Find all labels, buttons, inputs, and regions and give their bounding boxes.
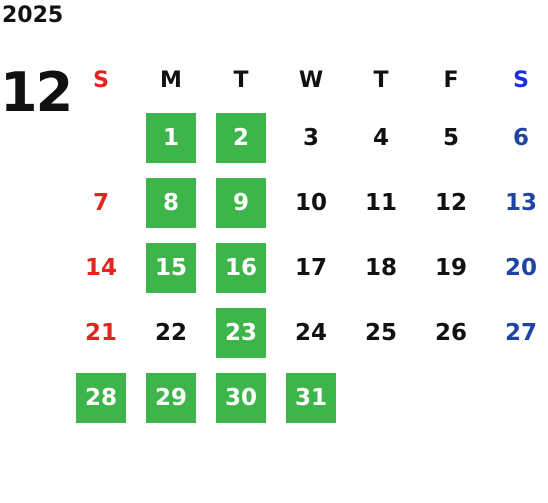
day-cell: 5 (442, 124, 459, 151)
day-cell-highlighted: 16 (206, 235, 276, 300)
day-cell: 22 (154, 319, 187, 346)
day-cell (486, 365, 548, 430)
day-cell: 20 (504, 254, 537, 281)
day-cell: 21 (84, 319, 117, 346)
day-cell: 7 (92, 189, 109, 216)
day-cell: 27 (504, 319, 537, 346)
day-cell: 24 (294, 319, 327, 346)
day-cell-highlighted: 15 (136, 235, 206, 300)
day-cell: 18 (364, 254, 397, 281)
day-cell: 17 (294, 254, 327, 281)
day-cell: 6 (512, 124, 529, 151)
day-cell-highlighted: 8 (136, 170, 206, 235)
day-cell (416, 365, 486, 430)
weekday-header-sat: S (513, 67, 529, 93)
day-cell-highlighted: 23 (206, 300, 276, 365)
day-cell: 12 (434, 189, 467, 216)
year-label: 2025 (2, 3, 64, 28)
weekday-header-fri: F (443, 67, 459, 93)
day-cell: 19 (434, 254, 467, 281)
day-cell: 13 (504, 189, 537, 216)
day-cell: 25 (364, 319, 397, 346)
day-cell (346, 365, 416, 430)
day-cell-highlighted: 31 (276, 365, 346, 430)
month-label: 12 (0, 61, 73, 124)
day-cell: 11 (364, 189, 397, 216)
day-cell-highlighted: 28 (66, 365, 136, 430)
day-cell: 4 (372, 124, 389, 151)
day-cell (66, 105, 136, 170)
day-cell-highlighted: 9 (206, 170, 276, 235)
weekday-header-thu: T (373, 67, 389, 93)
weekday-header-sun: S (93, 67, 109, 93)
weekday-header-tue: T (233, 67, 249, 93)
day-cell-highlighted: 29 (136, 365, 206, 430)
weekday-header-mon: M (160, 67, 182, 93)
day-cell: 26 (434, 319, 467, 346)
day-cell: 10 (294, 189, 327, 216)
day-cell-highlighted: 1 (136, 105, 206, 170)
day-cell-highlighted: 30 (206, 365, 276, 430)
weekday-header-wed: W (298, 67, 324, 93)
day-cell: 14 (84, 254, 117, 281)
day-cell: 3 (302, 124, 319, 151)
day-cell-highlighted: 2 (206, 105, 276, 170)
calendar-grid: S M T W T F S 1 2 3 4 5 6 7 8 9 10 11 12… (66, 55, 548, 430)
